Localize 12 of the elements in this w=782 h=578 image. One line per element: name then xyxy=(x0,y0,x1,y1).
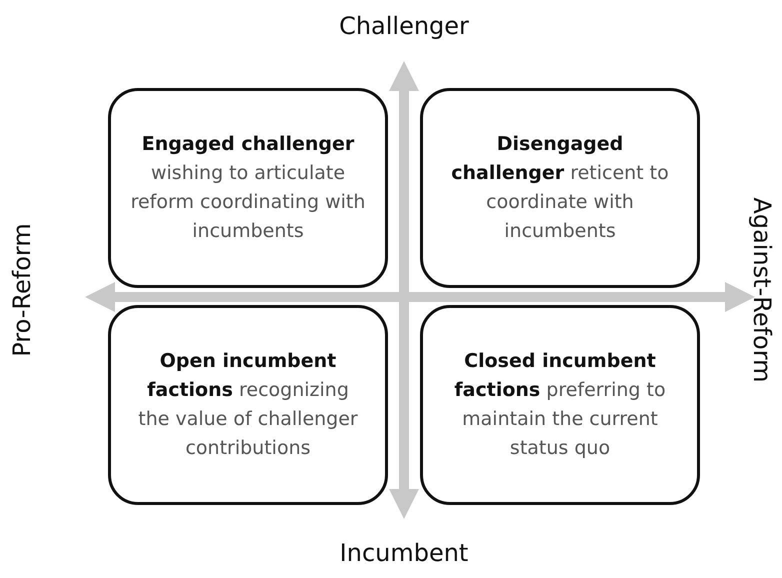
axis-label: Pro-Reform xyxy=(8,223,36,357)
quadrant-box xyxy=(108,305,388,505)
axis-label: Against-Reform xyxy=(748,197,776,383)
axis-label: Incumbent xyxy=(340,539,468,567)
quadrant-description: Open incumbent factions recognizing the value of challenger contributions xyxy=(137,349,359,461)
quadrant-box xyxy=(420,88,700,288)
quadrant-box xyxy=(108,88,388,288)
quadrant-description: Engaged challenger wishing to articulate reform coordinating with incumbents xyxy=(130,132,366,244)
axis-label: Challenger xyxy=(339,12,469,40)
quadrant-description: Disengaged challenger reticent to coordinate with incumbents xyxy=(450,132,670,244)
quadrant-box xyxy=(420,305,700,505)
quadrant-description: Closed incumbent factions preferring to maintain the current status quo xyxy=(453,349,667,461)
